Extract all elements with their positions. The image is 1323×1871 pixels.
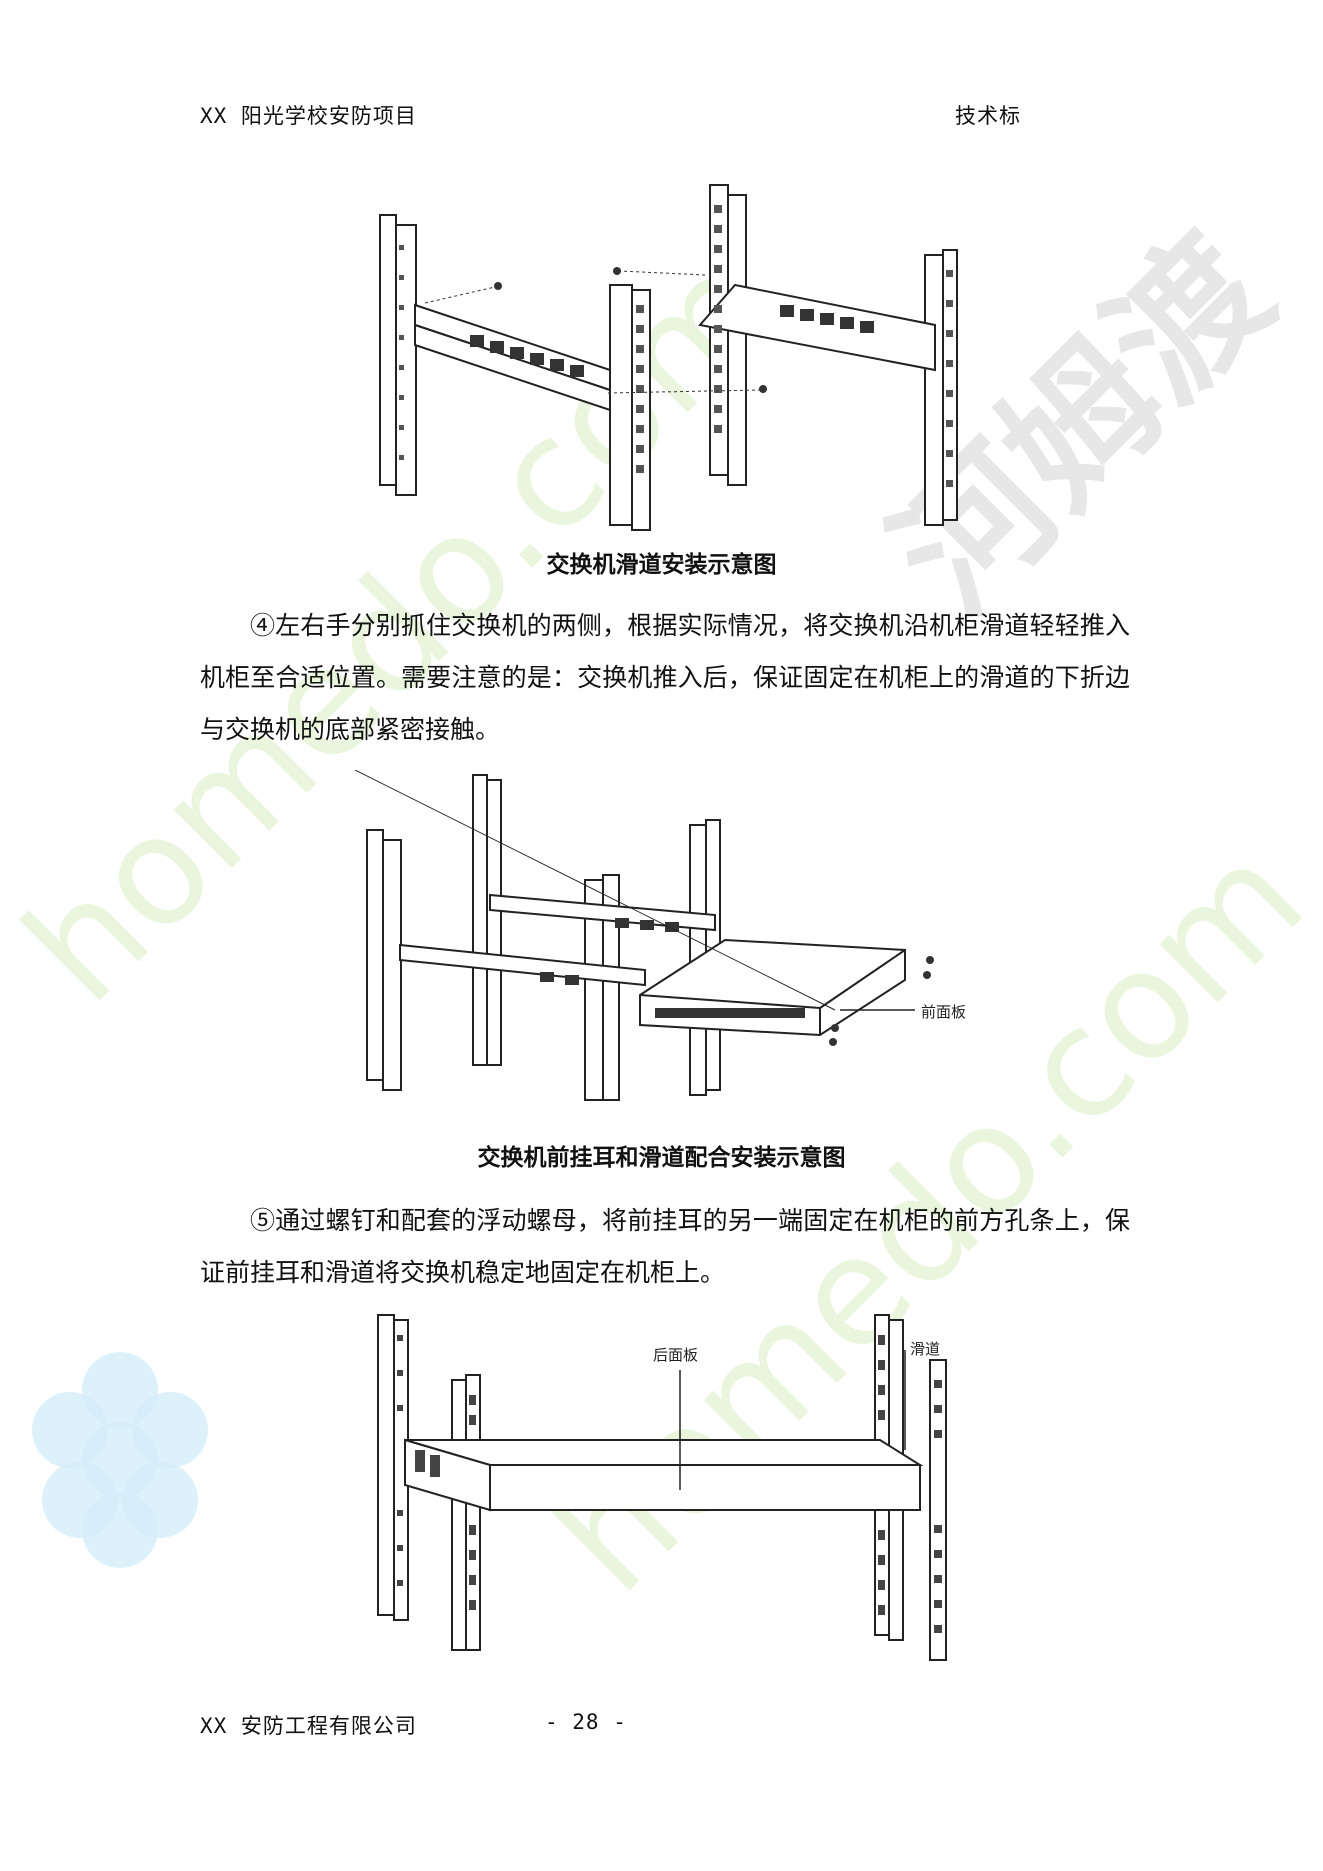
flower-logo-icon (32, 1352, 208, 1568)
header-project: XX 阳光学校安防项目 (200, 104, 417, 128)
label-front-panel: 前面板 (921, 1003, 966, 1021)
figure-caption-2: 交换机前挂耳和滑道配合安装示意图 (477, 1145, 846, 1171)
figure-rear-view: 后面板 滑道 (377, 1314, 947, 1661)
paragraph-step-4: ④左右手分别抓住交换机的两侧，根据实际情况，将交换机沿机柜滑道轻轻推入机柜至合适… (200, 611, 1130, 744)
figure-rail-install (379, 184, 958, 531)
figure-caption-1: 交换机滑道安装示意图 (546, 552, 777, 578)
footer-company: XX 安防工程有限公司 (200, 1714, 417, 1738)
label-rear-panel: 后面板 (653, 1346, 698, 1364)
page-number: - 28 - (545, 1710, 627, 1734)
label-rail: 滑道 (910, 1340, 940, 1358)
paragraph-step-5: ⑤通过螺钉和配套的浮动螺母，将前挂耳的另一端固定在机柜的前方孔条上，保证前挂耳和… (200, 1206, 1130, 1287)
header-doc-type: 技术标 (955, 104, 1021, 128)
figure-ear-rail-install: 前面板 (355, 770, 966, 1101)
